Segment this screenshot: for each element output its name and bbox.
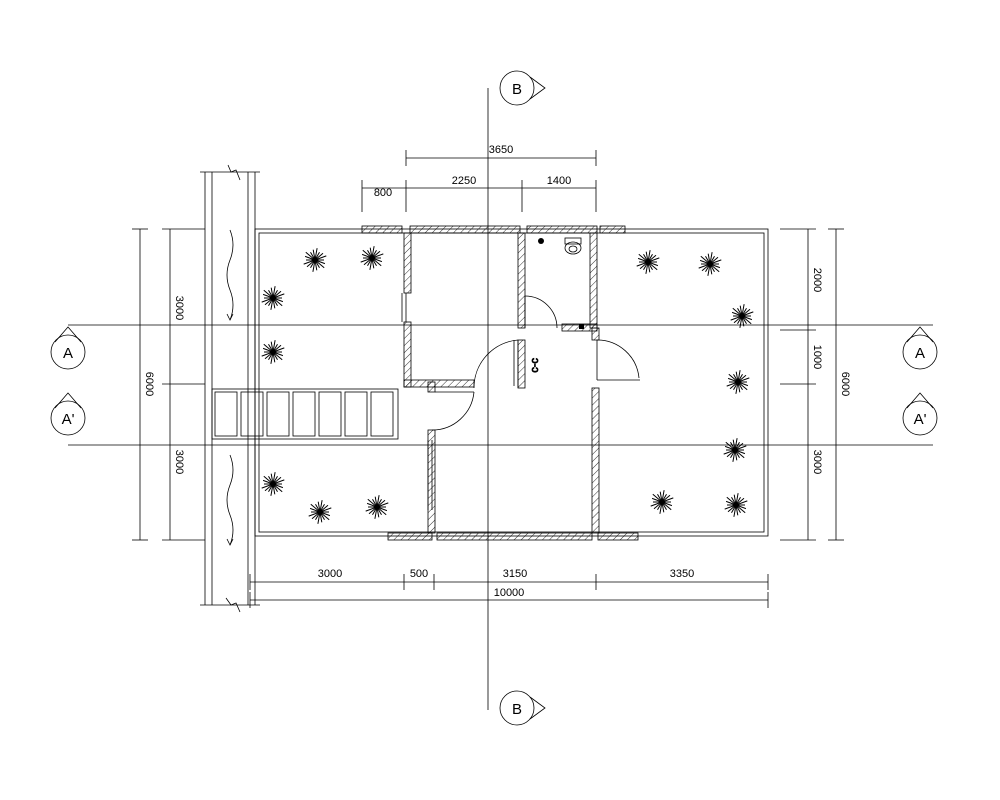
bridge-steps (211, 388, 399, 440)
toilet-icon (564, 237, 582, 255)
dim-bottom-total: 10000 (494, 587, 525, 599)
dim-right-middle: 1000 (811, 345, 823, 369)
section-marker-left-upper: A (50, 326, 86, 370)
plant-icon (303, 248, 327, 272)
dim-bottom-a: 3000 (318, 568, 342, 580)
section-marker-bottom: B (499, 690, 546, 726)
faucet-icon (538, 238, 544, 244)
dim-bottom-b: 500 (410, 568, 428, 580)
plant-icon (723, 438, 747, 462)
plant-icon (308, 500, 332, 524)
door-label: ɔ-ɔ (529, 358, 541, 373)
section-label-right-upper: A (915, 345, 925, 362)
dim-left-lower: 3000 (173, 450, 185, 474)
dim-right-upper: 2000 (811, 268, 823, 292)
plant-icon (261, 472, 285, 496)
dim-left-total: 6000 (143, 372, 155, 396)
plant-icon (730, 304, 754, 328)
doors: ɔ-ɔ (431, 295, 640, 431)
plants (261, 246, 754, 524)
section-label-left-lower: A' (62, 411, 75, 428)
walls (361, 225, 639, 541)
dim-top-c: 1400 (547, 175, 571, 187)
plant-icon (650, 490, 674, 514)
section-lines (68, 88, 933, 710)
plant-icon (698, 252, 722, 276)
section-label-bottom: B (512, 701, 522, 718)
dim-top-total: 3650 (489, 144, 513, 156)
dimension-lines (132, 150, 844, 608)
left-channel (200, 164, 260, 613)
windows (401, 293, 515, 510)
plant-icon (360, 246, 384, 270)
break-line-icon (227, 164, 241, 181)
plant-icon (636, 250, 660, 274)
floor-drain-icon (579, 324, 584, 329)
dim-right-lower: 3000 (811, 450, 823, 474)
dim-top-b: 2250 (452, 175, 476, 187)
plant-icon (261, 286, 285, 310)
dim-left-upper: 3000 (173, 296, 185, 320)
dim-right-total: 6000 (839, 372, 851, 396)
section-label-right-lower: A' (914, 411, 927, 428)
dimension-labels: 3650 800 2250 1400 3000 500 3150 3350 10… (143, 144, 851, 599)
dim-top-a: 800 (374, 187, 392, 199)
section-marker-top: B (499, 70, 546, 106)
dim-bottom-d: 3350 (670, 568, 694, 580)
section-marker-left-lower: A' (50, 392, 86, 436)
plant-icon (261, 340, 285, 364)
plant-icon (726, 370, 750, 394)
section-marker-right-lower: A' (902, 392, 938, 436)
building-outline (254, 228, 769, 537)
section-marker-right-upper: A (902, 326, 938, 370)
dim-bottom-c: 3150 (503, 568, 527, 580)
section-label-top: B (512, 81, 522, 98)
plant-icon (365, 495, 389, 519)
section-label-left-upper: A (63, 345, 73, 362)
plant-icon (724, 493, 748, 517)
